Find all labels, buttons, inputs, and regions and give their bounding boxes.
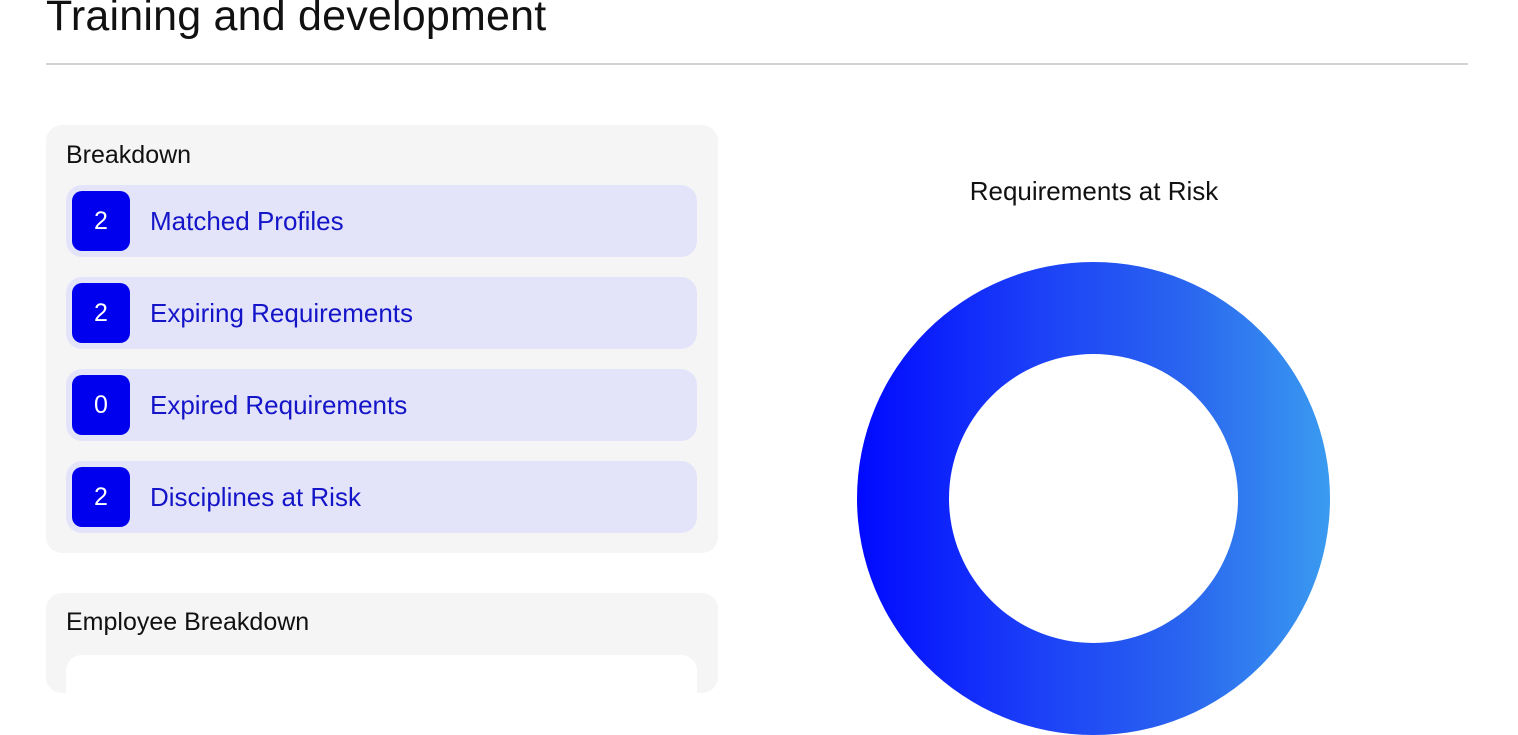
breakdown-item-label: Expiring Requirements (150, 298, 414, 328)
breakdown-card: Breakdown 2 Matched Profiles 2 Expiring … (46, 125, 718, 553)
requirements-at-risk-donut-chart[interactable] (857, 262, 1330, 735)
breakdown-item-disciplines-at-risk[interactable]: 2 Disciplines at Risk (66, 461, 697, 533)
breakdown-title: Breakdown (66, 141, 192, 169)
breakdown-item-label: Expired Requirements (150, 390, 408, 420)
count-badge: 2 (72, 283, 130, 343)
title-divider (46, 63, 1468, 65)
donut-hole (949, 354, 1238, 643)
breakdown-item-matched-profiles[interactable]: 2 Matched Profiles (66, 185, 697, 257)
employee-breakdown-list (66, 655, 697, 715)
count-badge: 0 (72, 375, 130, 435)
page-title: Training and development (46, 0, 547, 40)
breakdown-item-label: Disciplines at Risk (150, 482, 361, 512)
chart-title: Requirements at Risk (969, 176, 1219, 206)
count-badge: 2 (72, 467, 130, 527)
employee-breakdown-title: Employee Breakdown (66, 608, 310, 636)
breakdown-item-label: Matched Profiles (150, 206, 344, 236)
breakdown-item-expiring-requirements[interactable]: 2 Expiring Requirements (66, 277, 697, 349)
breakdown-item-expired-requirements[interactable]: 0 Expired Requirements (66, 369, 697, 441)
count-badge: 2 (72, 191, 130, 251)
employee-breakdown-card: Employee Breakdown (46, 593, 718, 715)
